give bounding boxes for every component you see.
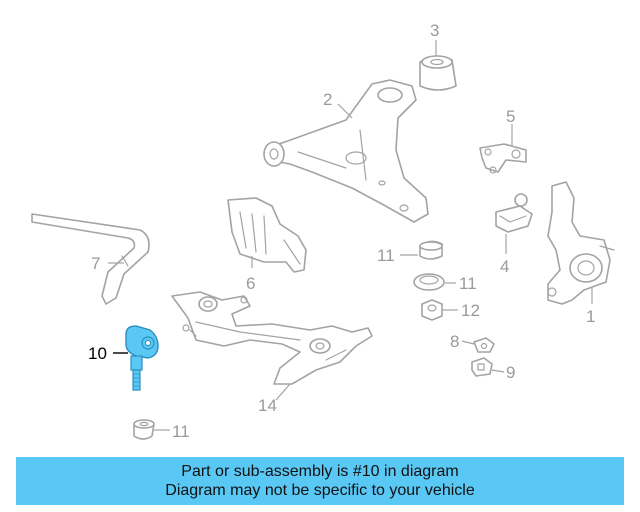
part-9-clamp[interactable] [471,357,493,377]
callout-9: 9 [506,363,515,382]
callout-5: 5 [506,107,515,126]
part-6-shield[interactable] [227,197,307,273]
info-banner: Part or sub-assembly is #10 in diagram D… [16,457,624,505]
part-5-bracket[interactable] [479,143,527,174]
part-2-control-arm[interactable] [263,79,429,223]
callout-11-upper: 11 [377,246,395,265]
part-1-steering-knuckle[interactable] [547,181,615,305]
callout-2: 2 [323,90,332,109]
part-13-nut[interactable] [421,299,443,321]
callout-14: 14 [258,396,277,415]
part-4-ball-joint[interactable] [495,193,533,233]
callout-13: 12 [461,301,480,320]
callout-1: 1 [586,307,595,326]
part-12-washer[interactable] [413,273,445,291]
part-3-bushing[interactable] [419,55,457,91]
callout-7: 7 [91,254,100,273]
callout-4: 4 [500,257,509,276]
callout-12: 11 [459,274,477,293]
banner-line-2: Diagram may not be specific to your vehi… [165,482,475,499]
callout-10: 10 [88,344,107,363]
part-14-subframe[interactable] [171,291,373,385]
callout-8: 8 [450,332,459,351]
callout-11-lower: 11 [172,422,190,441]
part-7-stabilizer-bar[interactable] [31,213,150,305]
callout-3: 3 [430,21,439,40]
callout-6: 6 [246,274,255,293]
part-11-bushing-lower[interactable] [133,419,155,440]
part-11-bushing-upper[interactable] [419,240,443,260]
part-10-stabilizer-link[interactable] [125,325,159,391]
banner-line-1: Part or sub-assembly is #10 in diagram [181,463,459,480]
part-8-clip[interactable] [473,337,495,353]
